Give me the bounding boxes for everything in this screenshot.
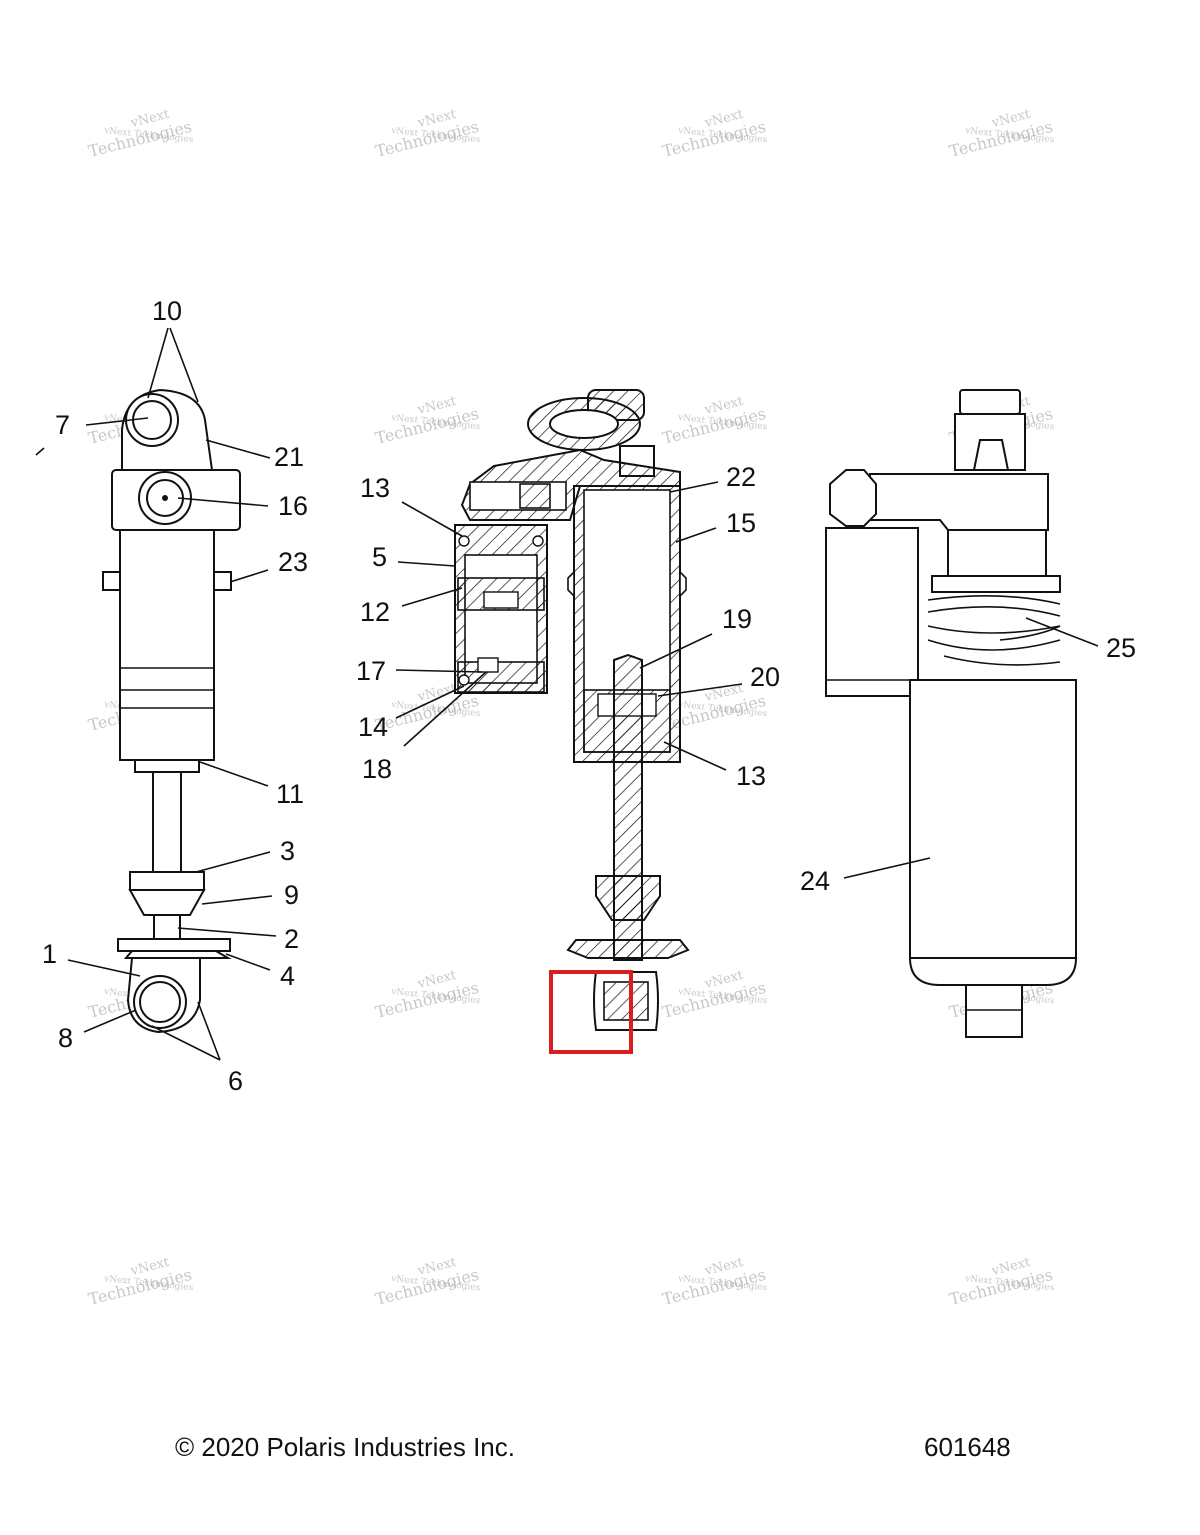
drawing-number: 601648 [924,1432,1011,1462]
callout-11: 11 [276,779,304,809]
callout-4: 4 [280,961,295,991]
callout-2: 2 [284,924,299,954]
leader-lines [35,327,1099,1061]
callouts: 10 7 21 16 23 11 3 9 2 4 1 8 6 13 5 12 1… [42,296,1136,1096]
callout-9: 9 [284,880,299,910]
callout-14: 14 [358,712,388,742]
callout-7: 7 [55,410,70,440]
callout-25: 25 [1106,633,1136,663]
callout-6: 6 [228,1066,243,1096]
callout-23: 23 [278,547,308,577]
callout-8: 8 [58,1023,73,1053]
callout-17: 17 [356,656,386,686]
callout-19: 19 [722,604,752,634]
callout-10: 10 [152,296,182,326]
callout-13-top: 13 [360,473,390,503]
callout-22: 22 [726,462,756,492]
copyright-text: © 2020 Polaris Industries Inc. [175,1432,515,1462]
callout-3: 3 [280,836,295,866]
callout-18: 18 [362,754,392,784]
center-shock-section [454,389,690,1054]
callout-13-bottom: 13 [736,761,766,791]
callout-16: 16 [278,491,308,521]
highlight-box [549,970,633,1054]
left-shock-assembly [102,388,241,1034]
callout-21: 21 [274,442,304,472]
callout-5: 5 [372,542,387,572]
callout-1: 1 [42,939,57,969]
callout-12: 12 [360,597,390,627]
callout-20: 20 [750,662,780,692]
right-shock-assembly [825,389,1078,1038]
callout-15: 15 [726,508,756,538]
callout-24: 24 [800,866,830,896]
